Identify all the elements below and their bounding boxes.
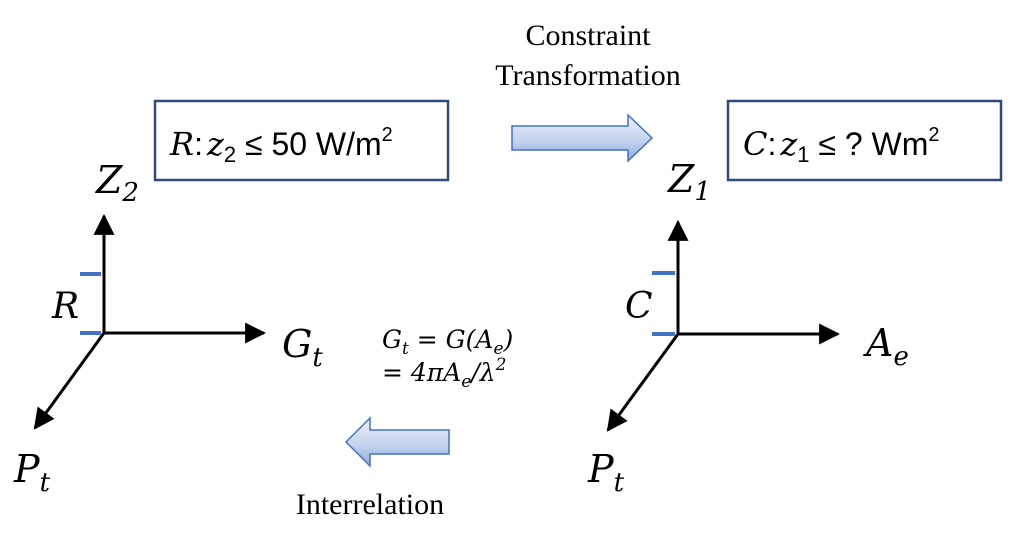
left-vertical-axis-label: Z2: [95, 158, 139, 208]
transformation-arrow-right: [511, 113, 654, 163]
interrelation-arrow-left: [344, 416, 450, 468]
top-caption-line1: Constraint: [526, 19, 652, 52]
right-diagonal-axis-label: Pt: [587, 447, 625, 498]
right-constraint-z-sub: 1: [797, 142, 809, 167]
right-vertical-axis-label: Z1: [667, 157, 711, 207]
right-range-label: C: [625, 286, 653, 327]
equation-line2: = 4πAe/λ2: [382, 355, 506, 392]
left-diagonal-axis-label: Pt: [13, 447, 51, 498]
left-constraint-relation: ≤ 50 W/m: [236, 126, 382, 162]
left-horizontal-axis-label: Gt: [282, 322, 323, 373]
equation-line1: Gt = G(Ae): [382, 325, 513, 359]
left-constraint-var: R: [169, 125, 194, 163]
left-constraint-sup: 2: [382, 124, 393, 146]
right-constraint-colon: :: [767, 126, 776, 162]
left-constraint-colon: :: [194, 126, 203, 162]
left-constraint-text: R:z2 ≤ 50 W/m2: [169, 124, 393, 167]
right-diagonal-axis: [606, 333, 680, 432]
right-constraint-text: C:z1 ≤ ? Wm2: [743, 124, 940, 167]
right-horizontal-axis-label: Ae: [863, 321, 909, 372]
right-constraint-z: z: [779, 125, 798, 163]
left-constraint-z-sub: 2: [224, 142, 236, 167]
bottom-caption: Interrelation: [296, 488, 444, 521]
right-axes: [606, 219, 841, 432]
left-range-label: R: [51, 286, 79, 327]
right-constraint-sup: 2: [928, 124, 939, 146]
right-constraint-box: [726, 99, 1003, 182]
left-axes: [33, 213, 267, 430]
left-constraint-z: z: [206, 125, 225, 163]
right-constraint-var: C: [743, 125, 767, 163]
right-constraint-relation: ≤ ? Wm: [809, 126, 928, 162]
top-caption-line2: Transformation: [495, 59, 681, 92]
left-constraint-box: [153, 99, 450, 182]
left-diagonal-axis: [33, 332, 106, 430]
